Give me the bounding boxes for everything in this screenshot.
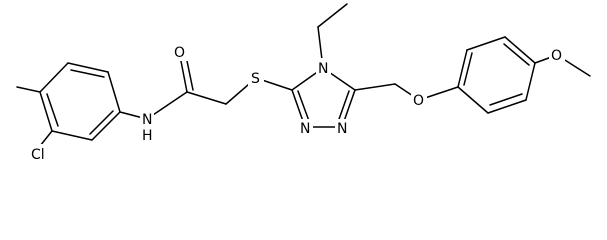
bond-ring-a-4 (91, 111, 121, 141)
bond-n2-c3-inner (297, 90, 310, 122)
bond-aryl-methyl (16, 86, 41, 93)
atom-cl: Cl (31, 147, 45, 163)
bond-carbonyl-o-2 (185, 55, 194, 91)
atom-n-amide: N (142, 112, 152, 128)
bond-ring-a-1 (39, 62, 69, 93)
atom-s: S (251, 71, 260, 87)
bond-ring-b-3 (504, 36, 536, 64)
atom-n4: N (318, 61, 328, 77)
bond-ring-b-2 (466, 36, 506, 51)
bond-ring-b-6 (457, 86, 489, 114)
atom-o-ether: O (413, 93, 424, 109)
atom-o-carbonyl: O (174, 45, 185, 61)
bond-c5-n1-inner (337, 90, 350, 123)
bond-ring-a-6-inner (46, 93, 59, 127)
bond-ring-b-3-inner (503, 43, 530, 66)
bond-aryl-cl (39, 130, 53, 147)
molecule-structure: O N H S N N N O O Cl (16, 3, 591, 163)
bond-ring-a-5 (51, 130, 93, 141)
atom-o-methoxy: O (551, 48, 562, 64)
atom-n1: N (337, 121, 347, 137)
atom-n2: N (300, 121, 310, 137)
bond-ring-b-1-inner (463, 52, 473, 86)
bond-ring-a-2-inner (70, 69, 105, 78)
bond-ring-b-1 (457, 49, 468, 88)
atom-h-amide: H (142, 128, 153, 144)
bond-ring-b-5 (487, 99, 527, 114)
bond-ethyl (317, 3, 348, 28)
bond-ring-b-4 (525, 62, 536, 101)
bond-ring-a-6 (39, 91, 53, 132)
bond-carbonyl-o (179, 55, 188, 93)
bond-ring-a-2 (67, 62, 109, 73)
bond-carbonyl-ch2 (186, 91, 227, 105)
bond-ring-a-4-inner (89, 110, 114, 135)
bond-ring-b-5-inner (489, 93, 523, 106)
bond-ring-a-3 (107, 71, 121, 113)
bond-c5-ch2 (354, 83, 396, 91)
